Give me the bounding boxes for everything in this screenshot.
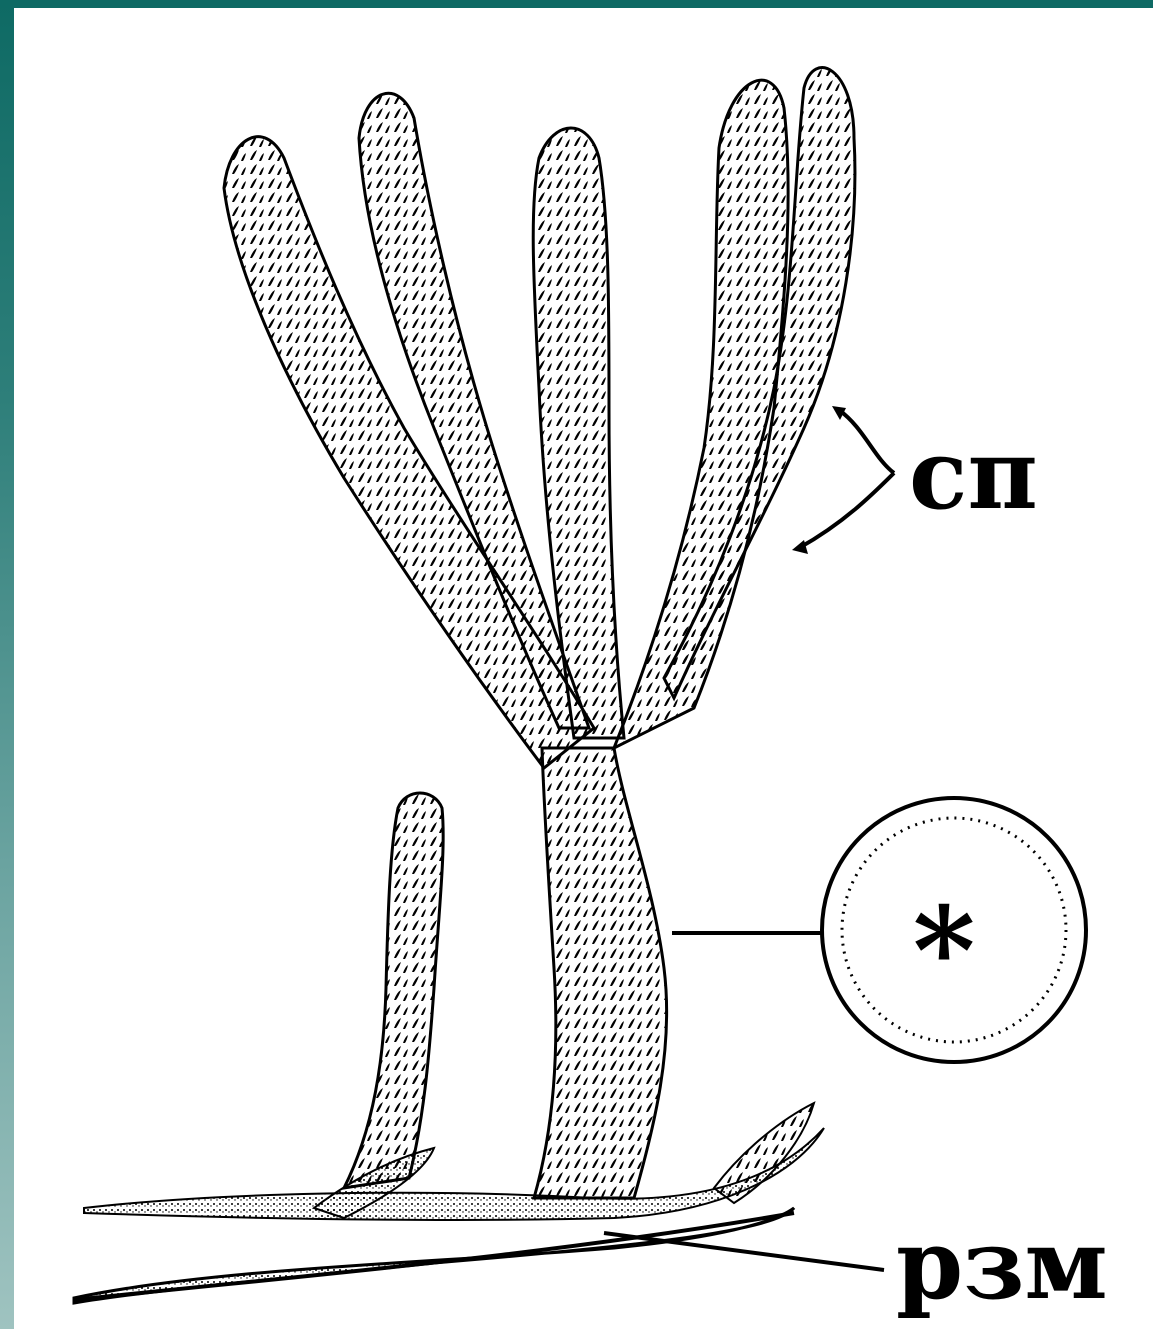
club-moss-illustration: сп * рзм [14, 8, 1153, 1329]
diagram-canvas: сп * рзм [14, 8, 1153, 1329]
label-sporangia: сп [909, 418, 1038, 531]
rhizome [74, 1103, 824, 1303]
side-shoot [344, 793, 443, 1188]
main-stem [534, 748, 667, 1198]
stem-cross-section [672, 798, 1086, 1062]
top-frame-strip [0, 0, 1153, 8]
stele-symbol: * [913, 881, 976, 1022]
rhizome-pointer [604, 1233, 884, 1270]
label-rhizome: рзм [896, 1208, 1108, 1321]
sporangia-pointer [792, 406, 894, 554]
branches [224, 68, 855, 768]
